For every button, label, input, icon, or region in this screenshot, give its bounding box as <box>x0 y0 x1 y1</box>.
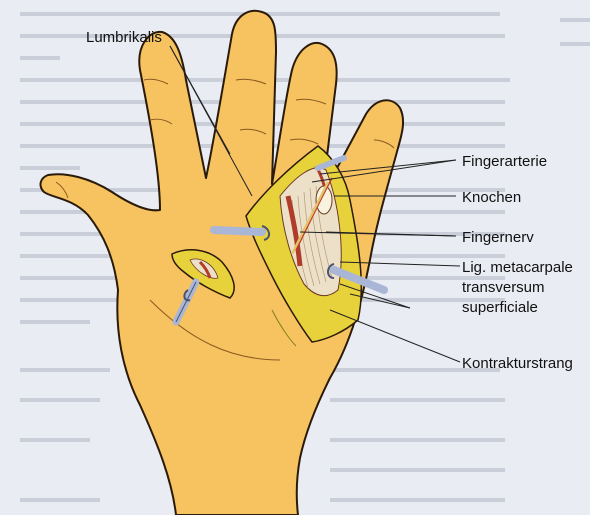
label-transversum: transversum <box>462 279 545 296</box>
label-fingerarterie: Fingerarterie <box>462 153 547 170</box>
label-superficiale: superficiale <box>462 299 538 316</box>
label-kontrakturstrang: Kontrakturstrang <box>462 355 573 372</box>
label-lumbrikalis: Lumbrikalis <box>86 29 162 46</box>
label-lig-metacarpale: Lig. metacarpale <box>462 259 573 276</box>
label-fingernerv: Fingernerv <box>462 229 534 246</box>
label-knochen: Knochen <box>462 189 521 206</box>
